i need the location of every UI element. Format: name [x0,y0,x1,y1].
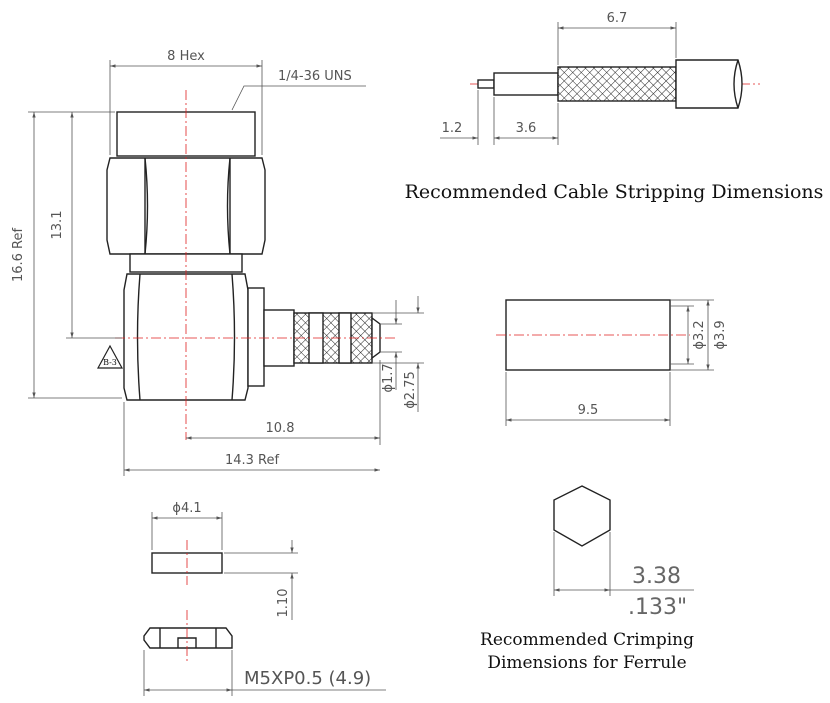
dim-height-ref: 16.6 Ref [11,228,26,283]
dim-ferrule-3-9: ϕ3.9 [713,320,728,349]
dim-dia-2-75: ϕ2.75 [403,371,418,409]
reference-marker-icon [96,344,124,369]
dim-washer-thick: 1.10 [276,589,291,618]
dim-ferrule-len: 9.5 [578,403,599,418]
dielectric [493,72,559,96]
dim-crimp-in: .133" [628,595,687,620]
dim-height: 13.1 [50,211,65,240]
dim-thread: 1/4-36 UNS [278,69,352,84]
dim-ferrule-3-2: ϕ3.2 [692,320,707,349]
dim-strip-3-6: 3.6 [516,121,537,136]
dim-strip-6-7: 6.7 [607,11,628,26]
caption-crimping-2: Dimensions for Ferrule [487,653,686,673]
marker-label: B-3 [103,358,117,367]
dim-washer-dia: ϕ4.1 [172,501,201,516]
dim-hex: 8 Hex [167,49,205,64]
hex-crimp-icon [553,485,611,547]
dim-dia-1-7: ϕ1.7 [381,363,396,392]
connector-side-view: B-3 8 Hex 1/4-36 UNS 16.6 Ref 13.1 ϕ1.7 … [11,49,424,476]
crimp-view: 3.38 .133" Recommended Crimping Dimensio… [480,485,694,673]
caption-stripping: Recommended Cable Stripping Dimensions [405,181,824,203]
cable-stripping-view: 6.7 1.2 3.6 Recommended Cable Stripping … [405,11,824,203]
dim-nut-thread: M5XP0.5 (4.9) [244,668,371,689]
side-boss [247,287,265,387]
ferrule-view: ϕ3.2 ϕ3.9 9.5 [496,299,728,426]
center-conductor [477,79,495,89]
caption-crimping-1: Recommended Crimping [480,630,694,650]
dim-length-10-8: 10.8 [266,421,295,436]
braid [557,66,677,102]
washer-nut-view: ϕ4.1 1.10 M5XP0.5 (4.9) [143,501,386,696]
dim-crimp-mm: 3.38 [632,564,681,589]
dim-strip-1-2: 1.2 [442,121,463,136]
cable-jacket [675,59,743,109]
dim-length-14-3: 14.3 Ref [225,453,280,468]
